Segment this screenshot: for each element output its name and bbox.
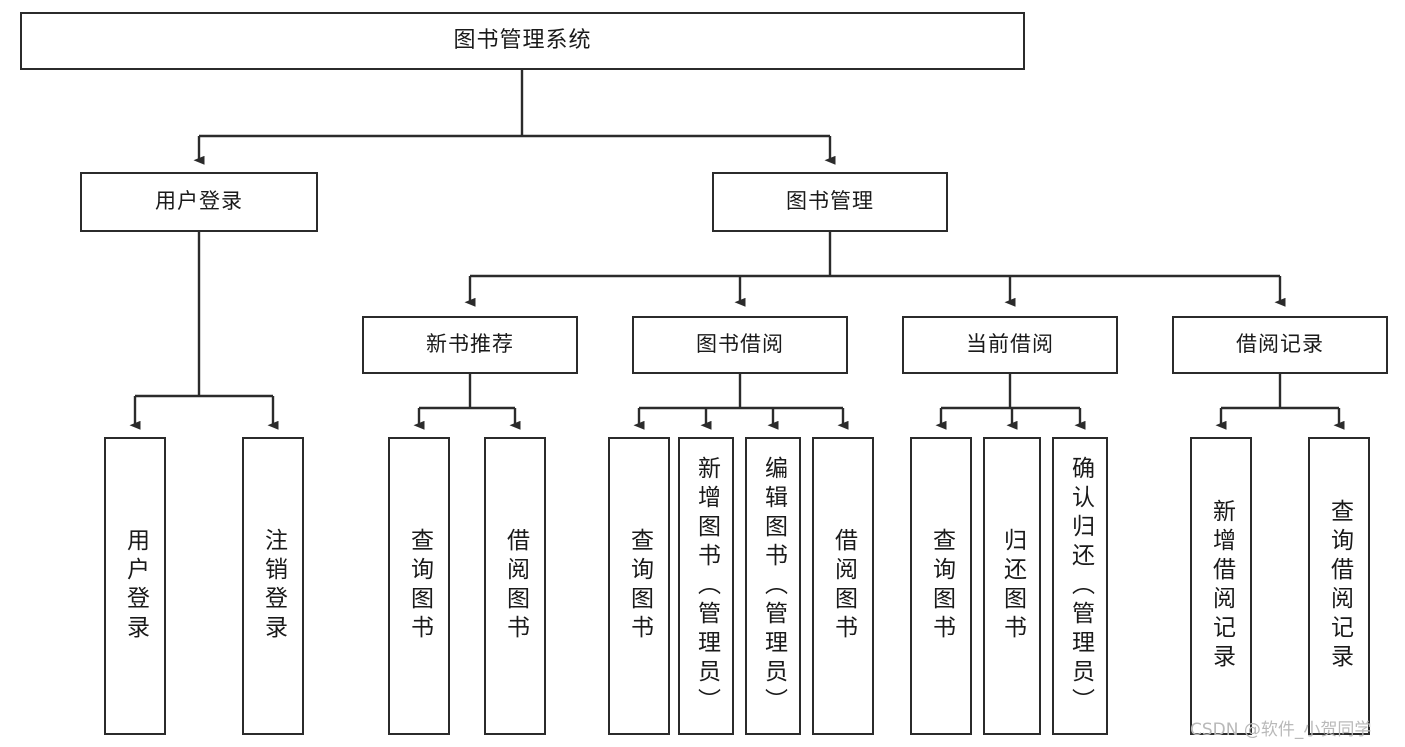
node-label: 编辑图书（管理员） (760, 455, 787, 717)
node-label: 借阅图书 (830, 528, 857, 644)
leaf-borrow-book-recommend[interactable]: 借阅图书 (484, 437, 546, 735)
node-user-login[interactable]: 用户登录 (80, 172, 318, 232)
leaf-confirm-return-admin[interactable]: 确认归还（管理员） (1052, 437, 1108, 735)
node-label: 注销登录 (260, 528, 287, 644)
node-label: 查询图书 (626, 528, 653, 644)
node-label: 新增借阅记录 (1208, 499, 1235, 673)
node-label: 新书推荐 (426, 332, 514, 357)
leaf-query-book-borrow[interactable]: 查询图书 (608, 437, 670, 735)
node-label: 图书借阅 (696, 332, 784, 357)
node-label: 用户登录 (122, 528, 149, 644)
node-label: 图书管理 (786, 189, 874, 214)
node-label: 归还图书 (999, 528, 1026, 644)
leaf-add-borrow-record[interactable]: 新增借阅记录 (1190, 437, 1252, 735)
node-current-borrow[interactable]: 当前借阅 (902, 316, 1118, 374)
leaf-borrow-book[interactable]: 借阅图书 (812, 437, 874, 735)
leaf-user-logout[interactable]: 注销登录 (242, 437, 304, 735)
watermark-text: CSDN @软件_小贺同学 (1190, 720, 1372, 740)
node-book-manage[interactable]: 图书管理 (712, 172, 948, 232)
leaf-add-book-admin[interactable]: 新增图书（管理员） (678, 437, 734, 735)
leaf-return-book[interactable]: 归还图书 (983, 437, 1041, 735)
node-borrow-record[interactable]: 借阅记录 (1172, 316, 1388, 374)
leaf-query-borrow-record[interactable]: 查询借阅记录 (1308, 437, 1370, 735)
node-label: 查询借阅记录 (1326, 499, 1353, 673)
node-new-book-recommend[interactable]: 新书推荐 (362, 316, 578, 374)
node-label: 新增图书（管理员） (693, 455, 720, 717)
leaf-query-book-current[interactable]: 查询图书 (910, 437, 972, 735)
leaf-edit-book-admin[interactable]: 编辑图书（管理员） (745, 437, 801, 735)
node-label: 借阅记录 (1236, 332, 1324, 357)
node-label: 用户登录 (155, 189, 243, 214)
leaf-query-book-recommend[interactable]: 查询图书 (388, 437, 450, 735)
node-book-borrow[interactable]: 图书借阅 (632, 316, 848, 374)
node-label: 当前借阅 (966, 332, 1054, 357)
node-label: 确认归还（管理员） (1067, 455, 1094, 717)
node-label: 借阅图书 (502, 528, 529, 644)
node-label: 图书管理系统 (453, 27, 592, 53)
node-label: 查询图书 (406, 528, 433, 644)
leaf-user-login[interactable]: 用户登录 (104, 437, 166, 735)
node-root-system[interactable]: 图书管理系统 (20, 12, 1025, 70)
node-label: 查询图书 (928, 528, 955, 644)
